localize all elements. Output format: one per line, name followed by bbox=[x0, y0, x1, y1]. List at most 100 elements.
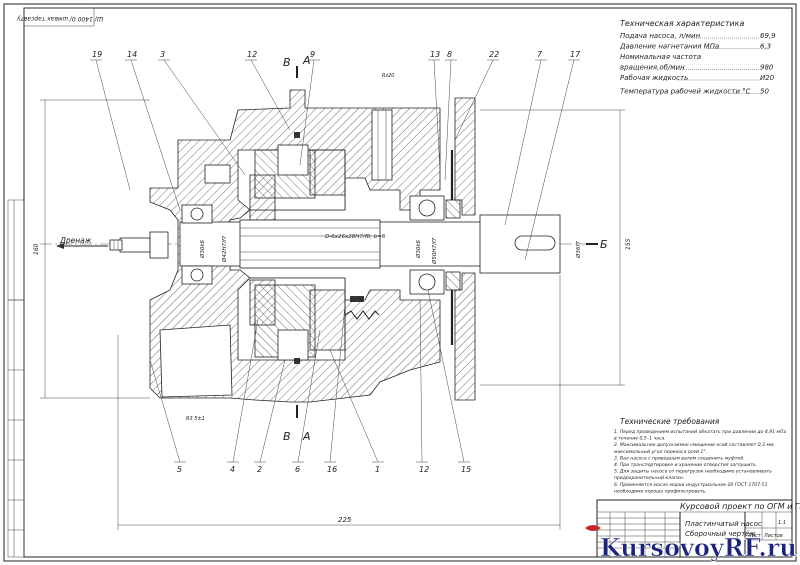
spec-row-label: Рабочая жидкость bbox=[620, 74, 688, 82]
callout-bottom: 16 bbox=[324, 304, 346, 474]
callout-bottom: 15 bbox=[427, 289, 471, 474]
callout-top-label: 22 bbox=[489, 50, 499, 59]
tech-req-item: максимальный угол перекоса осей 1°. bbox=[614, 449, 707, 455]
sheets-label: Листов bbox=[763, 533, 783, 539]
tech-req-item: необходимо хорошо профильтровать. bbox=[614, 488, 707, 494]
o-ring-bot bbox=[294, 358, 300, 364]
fit-4: Ø30k6 bbox=[415, 239, 422, 259]
spec-row-value: 69,9 bbox=[760, 32, 776, 40]
spec-row-value: 980 bbox=[760, 64, 774, 72]
section-b2: Б bbox=[600, 238, 608, 251]
callout-top-label: 8 bbox=[447, 50, 452, 59]
callout-top: 19 bbox=[90, 50, 131, 191]
callout-top-label: 14 bbox=[127, 50, 137, 59]
spec-row: Рабочая жидкость И20 bbox=[620, 74, 775, 82]
spec-row-label: вращения,об/мин bbox=[620, 64, 685, 72]
tech-req-item: 5. Для защиты насоса от перегрузок необх… bbox=[614, 469, 772, 475]
callout-top: 8 bbox=[444, 50, 457, 181]
key bbox=[514, 235, 556, 251]
o-ring-top bbox=[294, 132, 300, 138]
callout-top: 7 bbox=[504, 50, 547, 226]
drain-label: Дренаж bbox=[59, 236, 92, 245]
callout-bottom-label: 2 bbox=[257, 465, 262, 474]
rough-1: Rz20 bbox=[382, 73, 394, 79]
dim-left: 160 bbox=[33, 243, 40, 255]
tech-req-item: 2. Максимальное допускаемое смещение осе… bbox=[614, 442, 775, 448]
section-marks: В А В А Б bbox=[283, 54, 608, 443]
watermark-logo: KursovoyRF.ru bbox=[585, 525, 797, 562]
vane-block-top bbox=[249, 174, 276, 221]
callout-bottom-label: 6 bbox=[295, 465, 300, 474]
disc-top bbox=[309, 149, 346, 196]
callout-bottom: 1 bbox=[329, 349, 384, 474]
spec-row-label: Температура рабочей жидкости °С bbox=[620, 88, 751, 96]
fit-5: Ø36f7 bbox=[575, 241, 582, 259]
tech-spec-title: Техническая характеристика bbox=[620, 19, 745, 28]
callout-top-label: 19 bbox=[92, 50, 102, 59]
section-b-bot: В bbox=[283, 430, 291, 443]
sheet-label: Лист bbox=[747, 533, 762, 539]
fit-1: Ø42Н7/f7 bbox=[221, 235, 228, 263]
section-a-bot: А bbox=[302, 430, 311, 443]
callout-bottom: 4 bbox=[227, 319, 259, 474]
vane-block-bot bbox=[249, 279, 276, 326]
fit-3: Ø50Н7/f7 bbox=[431, 237, 438, 265]
callout-bottom-label: 15 bbox=[461, 465, 471, 474]
tech-spec: Техническая характеристика Подача насоса… bbox=[619, 19, 776, 96]
callout-top: 3 bbox=[158, 50, 246, 176]
outer-frame bbox=[3, 3, 797, 562]
rough-2: R3 5±1 bbox=[186, 416, 205, 422]
spec-row-label: Номинальная частота bbox=[620, 53, 701, 61]
section-b-top: В bbox=[283, 56, 291, 69]
callout-top-label: 12 bbox=[247, 50, 257, 59]
callout-top-label: 17 bbox=[570, 50, 581, 59]
callout-bottom: 5 bbox=[149, 359, 186, 474]
rotor-top bbox=[277, 144, 309, 176]
spec-row: Подача насоса, л/мин 69,9 bbox=[620, 32, 776, 40]
bearing-left bbox=[181, 204, 213, 285]
stamp-label: Ш/ 1400 0/ шмвах тарсавту bbox=[16, 15, 103, 22]
dimensions: 160 155 225 bbox=[33, 99, 632, 530]
shaft-splined bbox=[239, 219, 381, 269]
drain-label-group: Дренаж bbox=[56, 236, 108, 249]
tech-req-item: 3. Вал насоса с приводным валом соединит… bbox=[614, 455, 745, 461]
outlet-port bbox=[371, 109, 393, 181]
disc-bot bbox=[309, 289, 346, 351]
spec-row-value: И20 bbox=[760, 74, 775, 82]
callout-bottom-label: 5 bbox=[177, 465, 182, 474]
callout-top: 22 bbox=[454, 50, 499, 141]
tech-req-item: предохранительный клапан. bbox=[614, 475, 684, 481]
section-a-top: А bbox=[302, 54, 311, 67]
callout-top: 14 bbox=[125, 50, 181, 211]
spec-row-label: Давление нагнетания МПа bbox=[619, 43, 719, 51]
spec-row-value: 50 bbox=[760, 88, 769, 96]
callout-bottom-label: 1 bbox=[375, 465, 380, 474]
spec-row-value: 6,3 bbox=[760, 43, 771, 51]
left-margin-strip bbox=[7, 199, 25, 558]
project-title: Курсовой проект по ОГМ и ГП bbox=[680, 502, 800, 511]
spring bbox=[344, 310, 380, 320]
bearing-right bbox=[409, 195, 445, 295]
flange-cover bbox=[454, 97, 476, 216]
drain-fitting bbox=[109, 231, 169, 259]
inlet-port bbox=[159, 324, 233, 398]
seal-top bbox=[445, 199, 461, 219]
fit-2: Ø30k6 bbox=[199, 239, 206, 259]
scale-value: 1:1 bbox=[778, 520, 786, 526]
watermark-text: KursovoyRF.ru bbox=[600, 533, 797, 562]
callout-bottom: 12 bbox=[416, 299, 429, 474]
callout-bottom-label: 16 bbox=[327, 465, 337, 474]
tech-req-item: 6. Применяется масло марки индустриально… bbox=[614, 482, 768, 488]
seal-bot bbox=[445, 271, 461, 291]
tech-req-item: 4. При транспортировке и хранении отверс… bbox=[614, 462, 757, 468]
tech-req-item: в течение 0,5–1 часа. bbox=[614, 436, 666, 442]
callout-bottom: 6 bbox=[292, 329, 321, 474]
callout-top: 12 bbox=[245, 50, 291, 131]
spec-row-label: Подача насоса, л/мин bbox=[620, 32, 701, 40]
spec-row: вращения,об/мин 980 bbox=[620, 64, 774, 72]
spec-row: Давление нагнетания МПа 6,3 bbox=[619, 43, 771, 51]
drawing-name-1: Пластинчатый насос bbox=[685, 520, 762, 528]
